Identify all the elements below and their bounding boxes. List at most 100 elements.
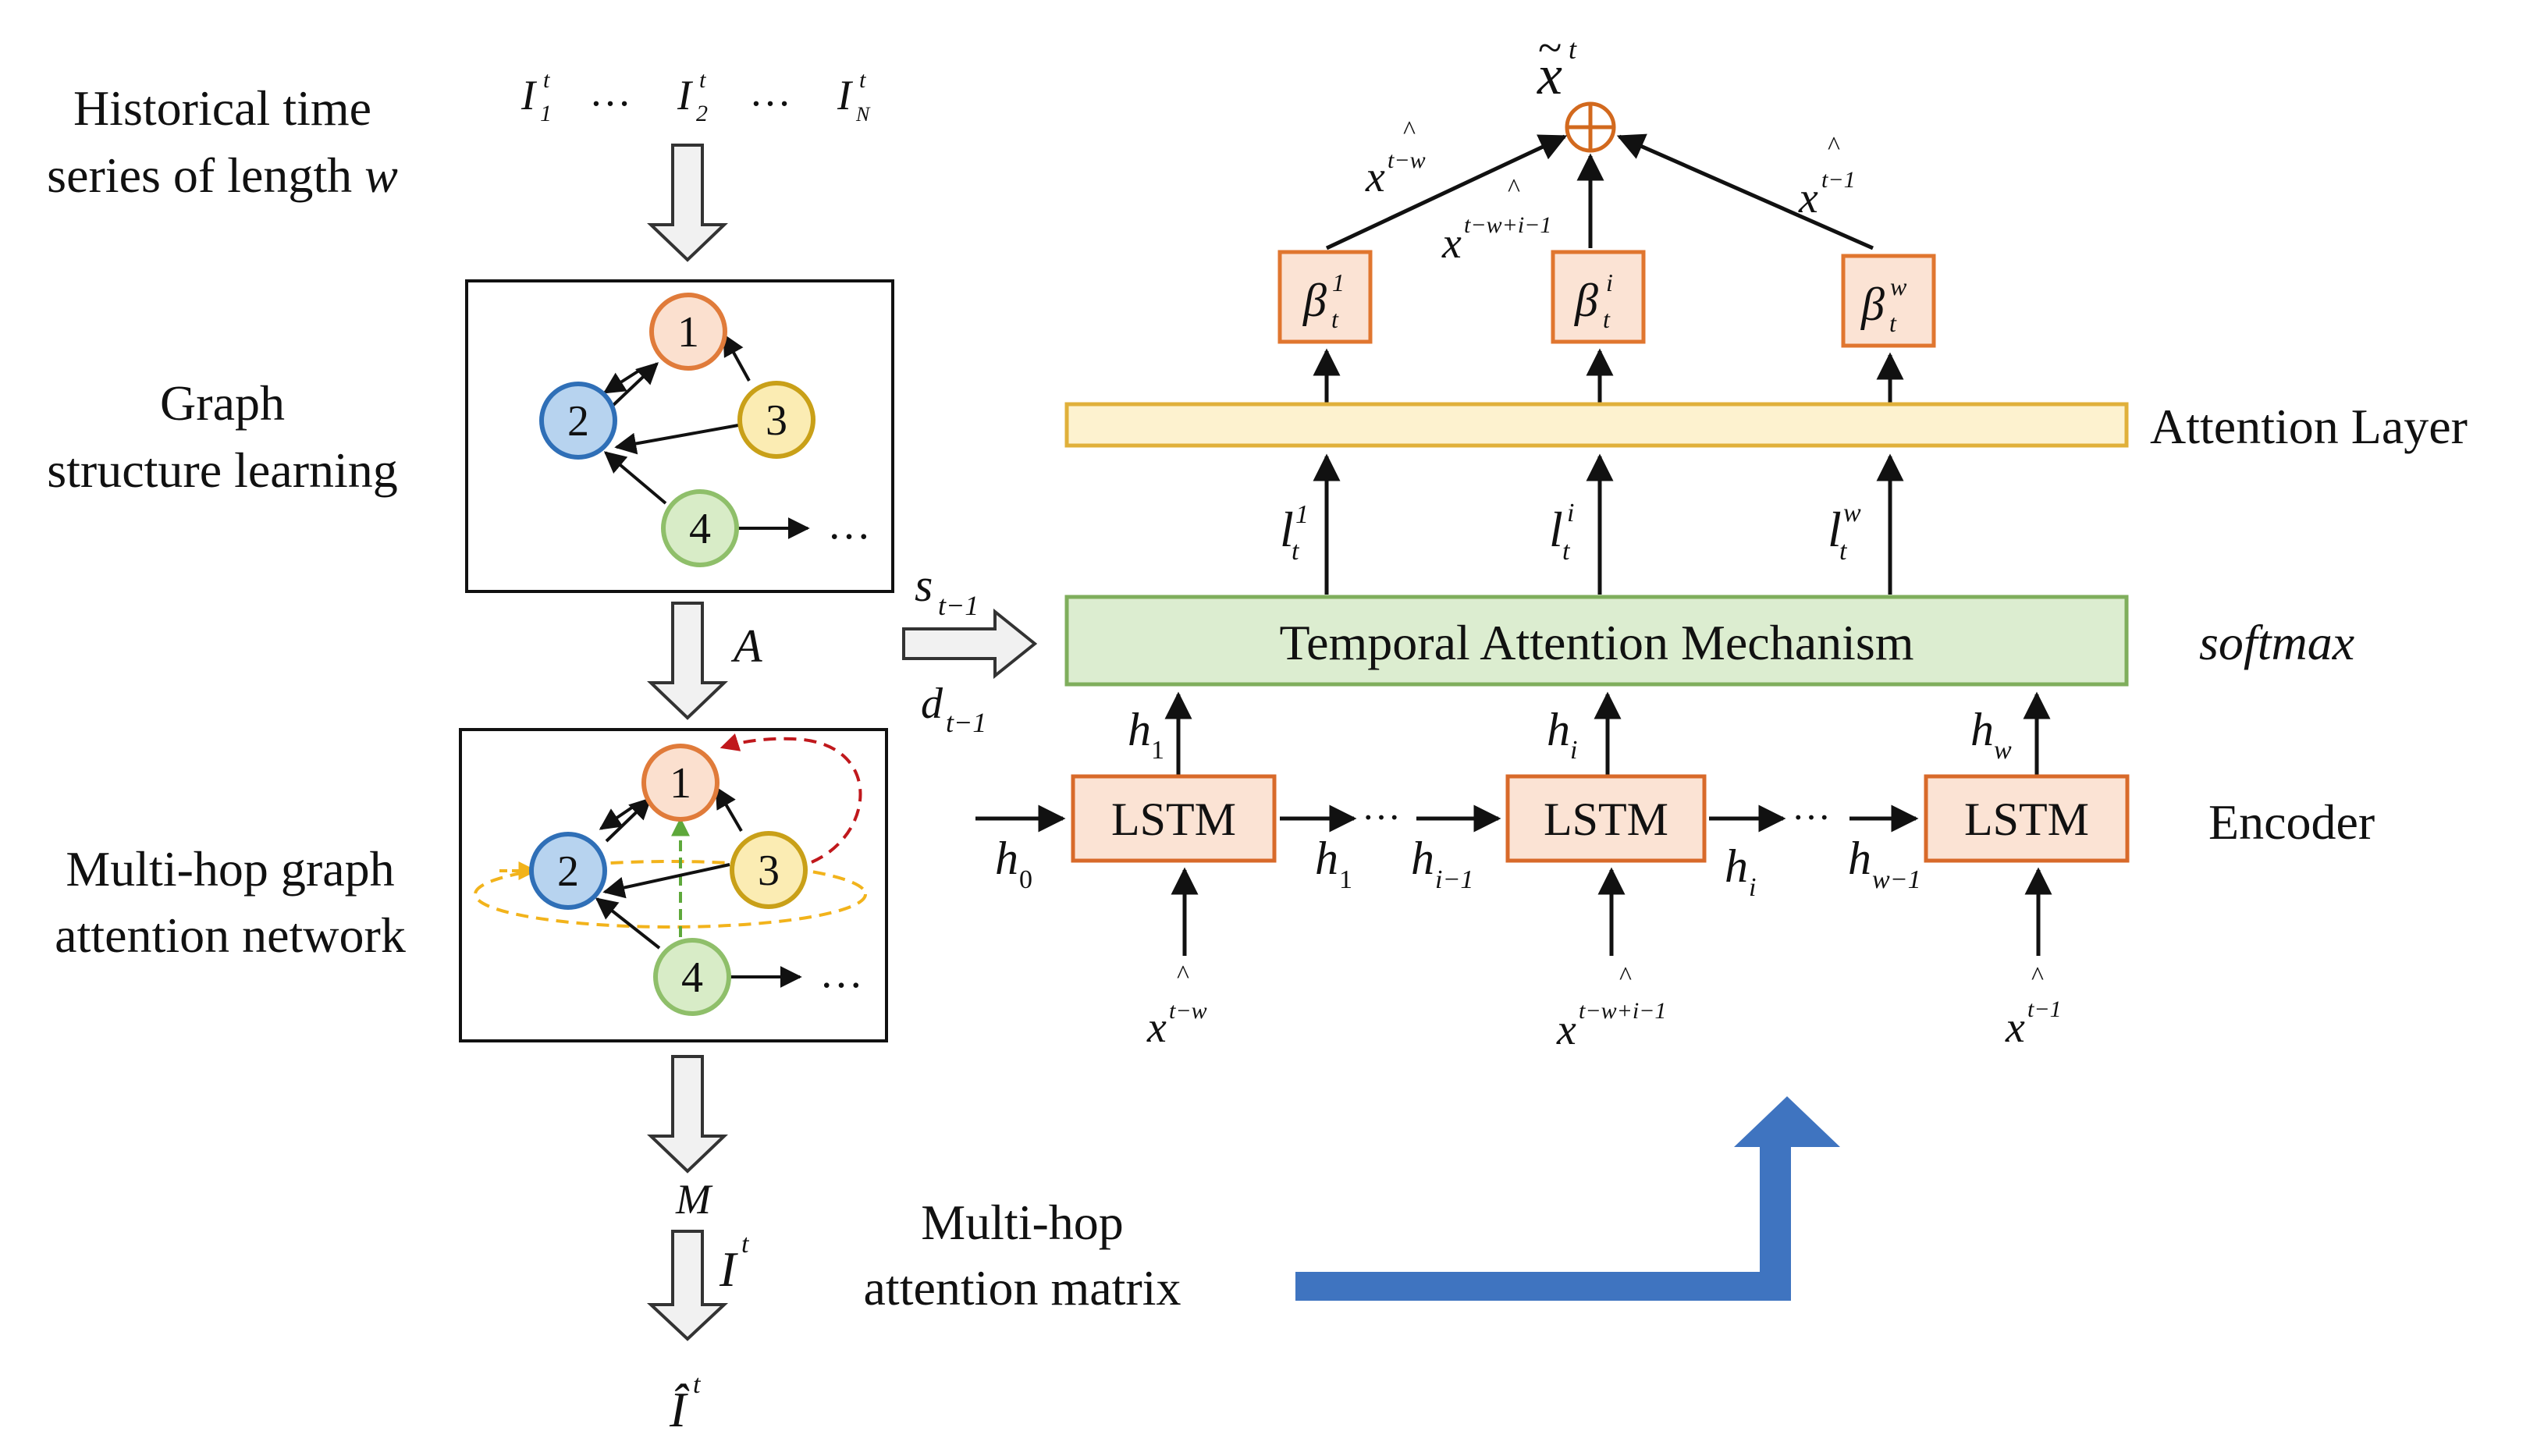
hollow-arrow-4 (646, 1230, 729, 1341)
beta-w-sup: w (1890, 272, 1907, 300)
lstm-w-label: LSTM (1964, 794, 2089, 845)
graph2-node-3 (730, 831, 808, 909)
h-up-1-sub: 1 (1151, 736, 1164, 765)
chain-ellipsis-2: … (1792, 784, 1831, 828)
edge-4-to-2 (603, 451, 667, 505)
beta-1-sub: t (1331, 305, 1339, 333)
h-up-w-sub: w (1994, 736, 2012, 765)
output-x-base: x (1537, 44, 1562, 106)
beta-box-1 (1277, 250, 1373, 344)
chain-ellipsis-1: … (1362, 784, 1401, 828)
edge-3-to-2 (614, 424, 739, 455)
series-ellipsis-2: … (749, 68, 791, 115)
attention-layer-bar (1064, 402, 2129, 448)
graph-learning-label-line1: Graph (160, 375, 285, 431)
h-chain-4-base: h (1848, 833, 1871, 884)
output-x-sup: t (1569, 34, 1577, 65)
lstm-encoder: LSTM LSTM LSTM (1071, 774, 2130, 863)
graph-structure-box: … 1 2 3 4 (465, 279, 894, 593)
h-chain-0-sub: 0 (1019, 865, 1032, 894)
graph2-node-4-label: 4 (681, 954, 703, 1002)
hidden-outputs: h 1 h i h w (1128, 704, 2012, 765)
hollow-arrow-3 (647, 1055, 728, 1174)
temporal-attention-box (1064, 595, 2129, 687)
attention-layer-label: Attention Layer (2150, 399, 2468, 454)
attention-weights: β t 1 β t i β t w (1277, 250, 1936, 348)
l-i-base: l (1549, 502, 1563, 557)
h-chain-1-base: h (1315, 833, 1338, 884)
h-up-i-sub: i (1570, 736, 1577, 765)
hidden-chain: h 0 h 1 h i−1 h i h w−1 (995, 833, 1921, 902)
h-up-1-base: h (1128, 704, 1151, 755)
context-vectors: l t 1 l t i l t w (1280, 499, 1861, 566)
lstm-box-i (1505, 774, 1707, 863)
top-input-1-hat: ^ (1403, 116, 1416, 145)
h-chain-3-base: h (1725, 840, 1748, 892)
h-chain-2-base: h (1411, 833, 1434, 884)
beta-1-sup: 1 (1332, 268, 1345, 297)
series-i2-sub: 2 (696, 101, 708, 126)
matrix-label-line2: attention matrix (864, 1260, 1181, 1316)
graph1-ellipsis: … (827, 500, 871, 549)
hollow-arrow-2 (647, 602, 728, 720)
gat-edge-3-to-2 (602, 863, 730, 899)
encoder-label: Encoder (2208, 794, 2375, 850)
beta-1-base: β (1302, 275, 1327, 326)
input-symbol-base: I (719, 1241, 738, 1297)
series-ellipsis-1: … (589, 68, 631, 115)
graph-learning-label-line2: structure learning (47, 442, 398, 498)
l-i-sup: i (1567, 499, 1574, 527)
top-input-1-sup: t−w (1388, 147, 1426, 173)
bottom-input-3-base: x (2005, 1003, 2025, 1052)
weighted-inputs: ^ x t−w ^ x t−w+i−1 ^ x t−1 (1365, 116, 1856, 268)
bottom-input-1-base: x (1146, 1003, 1167, 1052)
graph2-ellipsis: … (819, 949, 863, 997)
beta-box-i (1551, 250, 1646, 344)
encoder-inputs: ^ x t−w ^ x t−w+i−1 ^ x t−1 (1146, 961, 2062, 1054)
blue-feed-arrow (1295, 1096, 1840, 1301)
beta-w-sub: t (1889, 309, 1897, 337)
output-symbol-sup: t (693, 1370, 702, 1399)
bottom-input-3-sup: t−1 (2027, 996, 2062, 1022)
lstm-1-label: LSTM (1111, 794, 1236, 845)
edge-3-to-1 (723, 333, 751, 382)
lstm-box-1 (1071, 774, 1277, 863)
beta1-to-oplus (1325, 134, 1568, 250)
top-input-2-hat: ^ (1508, 174, 1520, 203)
beta-box-w (1841, 254, 1936, 348)
graph2-node-2 (529, 832, 607, 910)
matrix-symbol: M (675, 1176, 713, 1223)
red-dashed-arrow (720, 733, 862, 864)
graph2-node-1-label: 1 (670, 759, 691, 808)
bottom-input-1-sup: t−w (1169, 998, 1207, 1024)
bottom-input-2-base: x (1556, 1006, 1576, 1054)
h-chain-1-sub: 1 (1339, 865, 1352, 894)
hollow-arrows (646, 144, 1038, 1341)
gat-edge-3-to-1 (715, 786, 743, 833)
series-i2-base: I (677, 72, 694, 119)
gat-edge-2-to-1 (605, 797, 652, 843)
graph2-node-1 (641, 744, 720, 822)
edge-2-to-1 (611, 362, 659, 407)
input-description: Historical time series of length w (47, 80, 398, 203)
graph2-node-3-label: 3 (758, 847, 780, 895)
output-x-tilde: ~ (1538, 24, 1562, 73)
series-in-base: I (837, 72, 854, 119)
l-1-base: l (1280, 502, 1294, 557)
input-label-line1: Historical time (73, 80, 371, 136)
graph1-node-3-label: 3 (766, 396, 787, 445)
l-w-sub: t (1839, 537, 1848, 566)
top-input-3-base: x (1798, 174, 1818, 222)
l-1-sup: 1 (1295, 500, 1309, 529)
graph1-node-1 (649, 293, 727, 371)
bottom-input-3-hat: ^ (2031, 962, 2044, 991)
hollow-arrow-right (902, 608, 1038, 680)
graph1-node-2-label: 2 (567, 397, 589, 446)
h-chain-3-sub: i (1749, 873, 1756, 902)
series-in-sup: t (859, 67, 866, 93)
adjacency-symbol: A (730, 620, 762, 672)
h-up-i-base: h (1547, 704, 1570, 755)
state-s-base: s (915, 559, 933, 611)
